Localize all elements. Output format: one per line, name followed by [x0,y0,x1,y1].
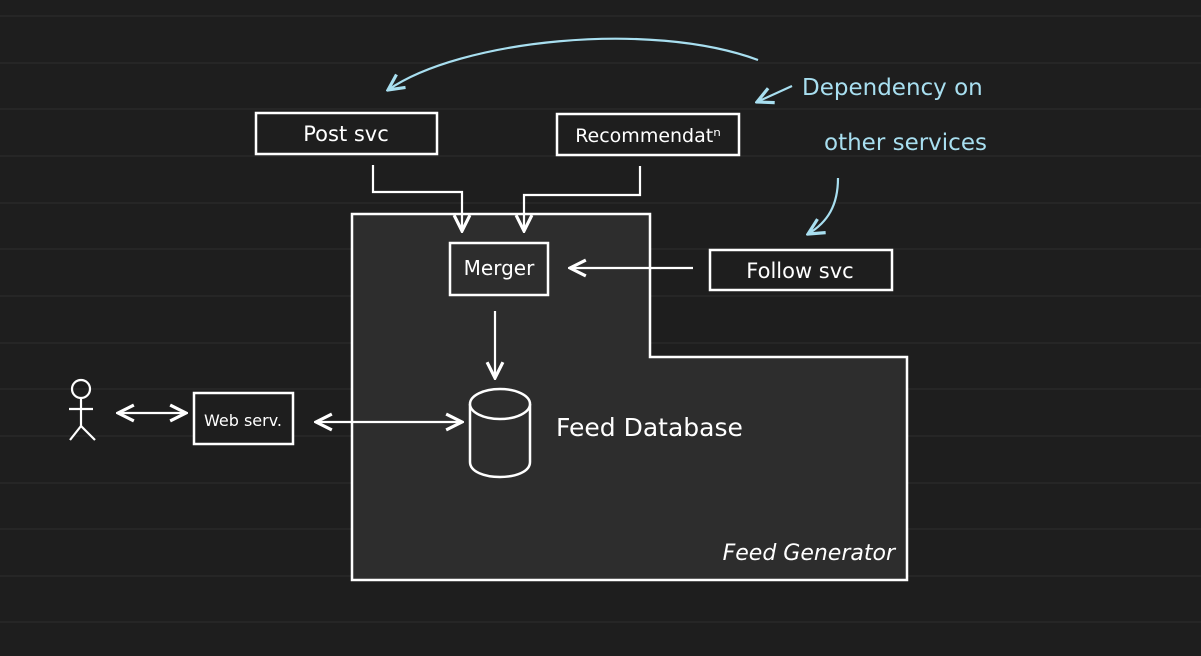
recommendation-node[interactable]: Recommendatⁿ [555,112,741,157]
web-server-label: Web serv. [204,411,282,430]
recommendation-label: Recommendatⁿ [575,125,721,147]
feed-database-label: Feed Database [556,413,743,442]
follow-svc-label: Follow svc [746,259,853,283]
dependency-curve-arrow [388,37,759,90]
feed-generator-container [350,212,909,582]
follow-svc-node[interactable]: Follow svc [708,248,894,292]
user-icon [69,378,96,441]
recommendation-to-merger-arrow [524,166,642,231]
dependency-note-line1: Dependency on [802,75,983,101]
post-to-merger-arrow [371,165,462,231]
dependency-down-arrow [808,177,840,234]
dependency-annotation [388,37,840,234]
dependency-pointer-arrow [757,84,793,102]
web-server-node[interactable]: Web serv. [192,391,295,446]
post-svc-label: Post svc [303,122,389,146]
connectors [118,165,693,422]
feed-generator-label: Feed Generator [723,541,897,566]
post-svc-node[interactable]: Post svc [254,111,439,156]
merger-label: Merger [464,256,535,280]
merger-node[interactable]: Merger [448,241,550,297]
feed-database-node[interactable] [468,387,532,479]
dependency-note-line2: other services [824,130,987,156]
